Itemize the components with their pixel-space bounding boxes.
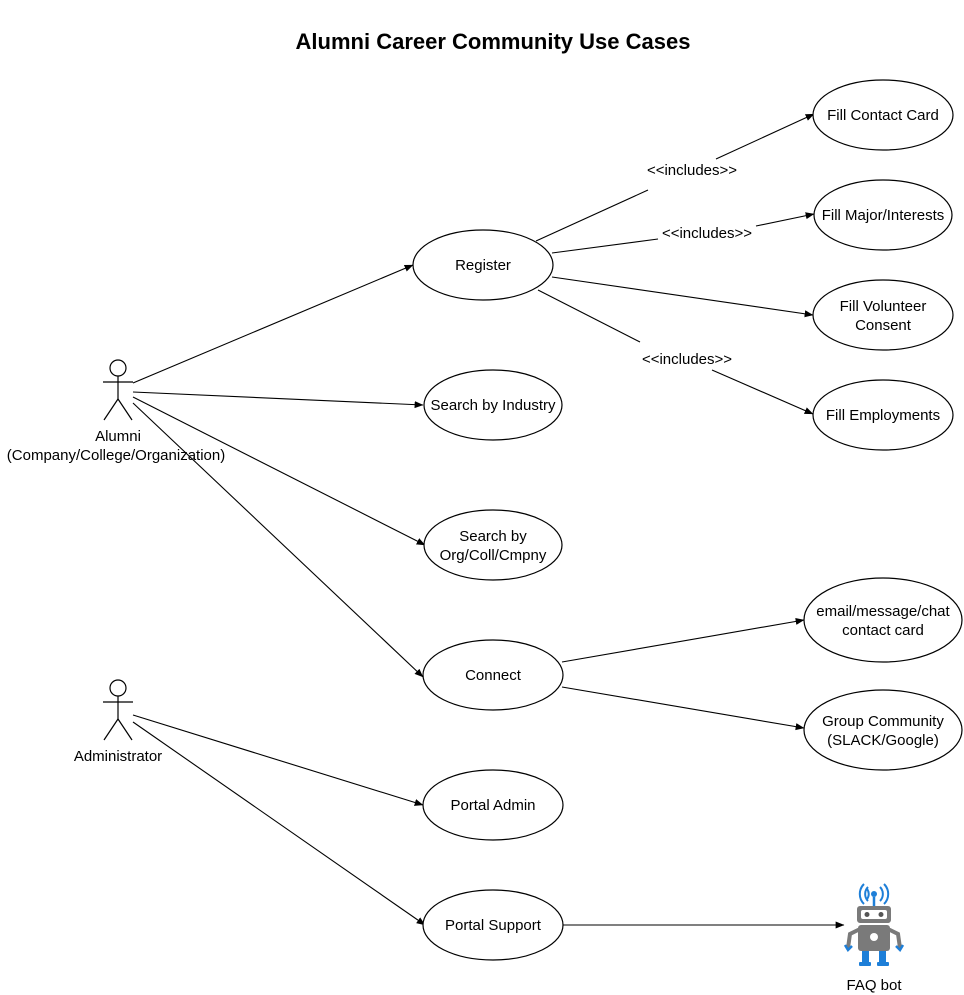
includes-label: <<includes>> <box>642 351 732 368</box>
use-case-label: Fill Volunteer <box>840 298 927 315</box>
edge-register-employment-part2 <box>711 369 814 415</box>
actor-administrator[interactable]: Administrator <box>74 679 162 765</box>
includes-label: <<includes>> <box>662 225 752 242</box>
use-case-label: Fill Contact Card <box>827 107 939 124</box>
edge-register-major-part2 <box>755 212 815 227</box>
edge-register-major-part1 <box>551 238 659 254</box>
use-case-label: Org/Coll/Cmpny <box>440 547 547 564</box>
use-case-label: Register <box>455 257 511 274</box>
actor-faq-bot[interactable]: FAQ bot <box>843 883 905 994</box>
edge-register-volunteer <box>551 276 814 318</box>
use-case-connect[interactable]: Connect <box>422 639 564 711</box>
edge-admin-portal-admin <box>132 714 424 806</box>
stick-figure-icon <box>103 359 133 421</box>
use-case-search-by-org[interactable]: Search by Org/Coll/Cmpny <box>423 509 563 581</box>
includes-label: <<includes>> <box>647 162 737 179</box>
robot-icon <box>843 883 905 966</box>
actor-label: Administrator <box>74 748 162 765</box>
use-case-group-community[interactable]: Group Community (SLACK/Google) <box>803 689 963 771</box>
actor-label: FAQ bot <box>846 977 902 994</box>
actor-label: Alumni <box>95 428 141 445</box>
use-case-fill-major-interests[interactable]: Fill Major/Interests <box>813 179 953 251</box>
use-case-label: Fill Major/Interests <box>822 207 945 224</box>
edge-register-employment-part1 <box>537 289 641 343</box>
use-case-label: Consent <box>855 317 912 334</box>
use-case-label: Search by Industry <box>430 397 556 414</box>
actor-label: (Company/College/Organization) <box>7 447 225 464</box>
use-case-label: (SLACK/Google) <box>827 732 939 749</box>
use-case-label: Group Community <box>822 713 944 730</box>
actor-alumni[interactable]: Alumni (Company/College/Organization) <box>7 359 225 464</box>
edge-register-contact-part1 <box>535 189 649 242</box>
edge-register-contact-part2 <box>715 113 815 160</box>
edge-alumni-connect <box>132 402 424 678</box>
use-case-label: Portal Support <box>445 917 542 934</box>
use-case-portal-admin[interactable]: Portal Admin <box>422 769 564 841</box>
use-case-fill-contact-card[interactable]: Fill Contact Card <box>812 79 954 151</box>
use-case-label: Portal Admin <box>450 797 535 814</box>
use-case-label: Connect <box>465 667 522 684</box>
use-case-label: Search by <box>459 528 527 545</box>
edge-alumni-search-industry <box>132 391 424 409</box>
use-case-fill-employments[interactable]: Fill Employments <box>812 379 954 451</box>
stick-figure-icon <box>103 679 133 741</box>
edge-alumni-search-org <box>132 396 426 546</box>
edge-connect-group <box>561 686 805 731</box>
use-case-label: email/message/chat <box>816 603 950 620</box>
use-case-register[interactable]: Register <box>412 229 554 301</box>
use-case-fill-volunteer-consent[interactable]: Fill Volunteer Consent <box>812 279 954 351</box>
use-case-portal-support[interactable]: Portal Support <box>422 889 564 961</box>
use-case-search-by-industry[interactable]: Search by Industry <box>423 369 563 441</box>
edge-alumni-register <box>132 264 414 384</box>
use-case-label: Fill Employments <box>826 407 940 424</box>
use-case-email-message-chat[interactable]: email/message/chat contact card <box>803 577 963 663</box>
edge-connect-email <box>561 617 805 663</box>
use-case-label: contact card <box>842 622 924 639</box>
diagram-title: Alumni Career Community Use Cases <box>296 29 691 54</box>
edge-admin-portal-support <box>132 721 426 926</box>
